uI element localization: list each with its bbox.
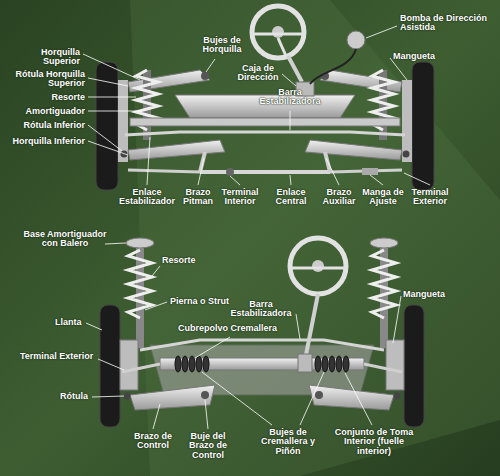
part-label: Base Amortiguador con Balero xyxy=(15,230,115,249)
part-label: Terminal Exterior xyxy=(20,352,120,361)
part-label: Brazo Pitman xyxy=(180,188,216,207)
part-label: Conjunto de Toma Interior (fuelle interi… xyxy=(334,428,414,456)
part-label: Rótula Horquilla Superior xyxy=(5,70,85,89)
part-label: Bujes de Horquilla xyxy=(192,36,252,55)
part-label: Mangueta xyxy=(403,290,463,299)
part-label: Enlace Central xyxy=(268,188,314,207)
bottom-assembly xyxy=(100,238,424,427)
part-label: Manga de Ajuste xyxy=(362,188,404,207)
top-assembly xyxy=(96,6,434,190)
part-label: Bujes de Cremallera y Piñón xyxy=(250,428,326,456)
light-band xyxy=(130,0,500,476)
part-label: Barra Estabilizadora xyxy=(228,300,294,319)
leader-lines xyxy=(83,26,430,429)
part-label: Brazo de Control xyxy=(130,432,176,451)
part-label: Barra Estabilizadora xyxy=(255,88,325,107)
part-label: Terminal Interior xyxy=(218,188,262,207)
part-label: Pierna o Strut xyxy=(170,297,250,306)
part-label: Cubrepolvo Cremallera xyxy=(178,324,288,333)
part-label: Amortiguador xyxy=(10,107,85,116)
part-label: Horquilla Inferior xyxy=(5,137,85,146)
part-label: Rótula Inferior xyxy=(10,121,85,130)
part-label: Terminal Exterior xyxy=(406,188,454,207)
part-label: Rótula xyxy=(60,392,100,401)
part-label: Resorte xyxy=(162,256,212,265)
part-label: Resorte xyxy=(30,93,85,102)
part-label: Llanta xyxy=(55,318,95,327)
part-label: Horquilla Superior xyxy=(30,48,80,67)
part-label: Bomba de Dirección Asistida xyxy=(400,14,490,33)
part-label: Mangueta xyxy=(393,52,453,61)
part-label: Buje del Brazo de Control xyxy=(180,432,236,460)
part-label: Enlace Estabilizador xyxy=(116,188,178,207)
part-label: Brazo Auxiliar xyxy=(318,188,360,207)
part-label: Caja de Dirección xyxy=(232,64,284,83)
